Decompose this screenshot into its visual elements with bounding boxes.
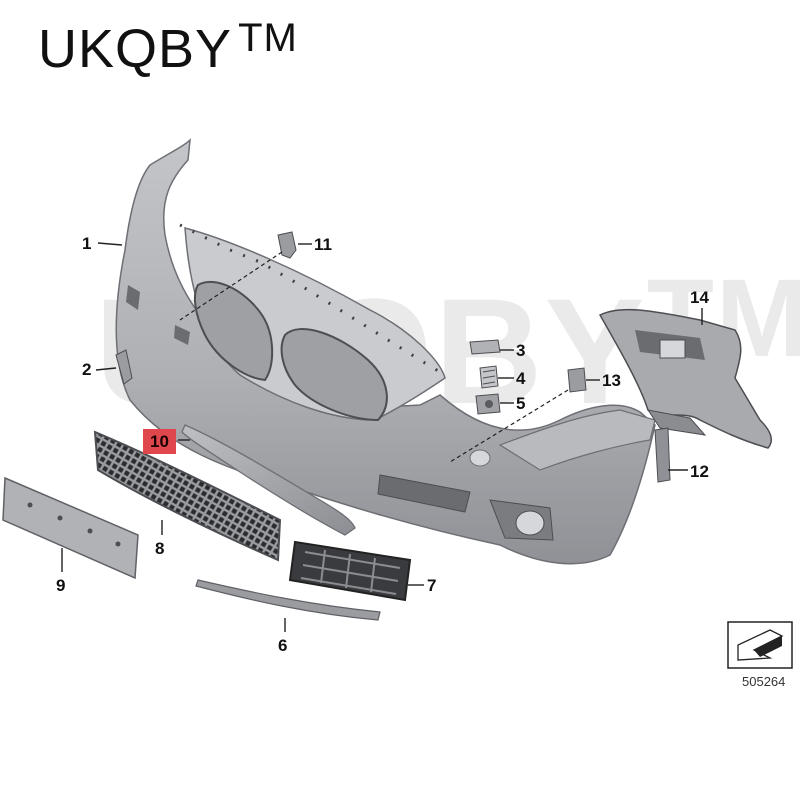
callout-6: 6: [278, 636, 287, 655]
callout-10-highlighted: 10: [150, 432, 169, 451]
leader-lines: [61, 242, 703, 632]
callout-13: 13: [602, 371, 621, 390]
part-12-bracket: [654, 427, 671, 483]
part-2-bracket: [115, 349, 133, 385]
part-3-cover: [469, 339, 501, 355]
callout-14: 14: [690, 288, 709, 307]
document-number: 505264: [742, 674, 786, 689]
callout-2: 2: [82, 360, 91, 379]
part-10-trim-strip: [181, 424, 356, 536]
callout-5: 5: [516, 394, 525, 413]
part-4-spring: [479, 365, 499, 389]
part-13-plug: [567, 367, 587, 393]
callout-7: 7: [427, 576, 436, 595]
part-5-holder: [475, 393, 501, 415]
part-14-bracket: [598, 308, 772, 449]
brand-trademark: TM: [238, 16, 298, 60]
part-9-license-plate-base: [2, 476, 139, 580]
highlight-marker: [143, 429, 176, 454]
callout-1: 1: [82, 234, 91, 253]
callout-4: 4: [516, 369, 526, 388]
callout-3: 3: [516, 341, 525, 360]
callout-9: 9: [56, 576, 65, 595]
direction-arrow-icon: [727, 621, 793, 669]
callout-8: 8: [155, 539, 164, 558]
part-11-clip: [277, 231, 297, 259]
brand-name: UKQBY: [38, 19, 233, 79]
part-1-bumper-cover: [115, 137, 656, 565]
callout-12: 12: [690, 462, 709, 481]
part-6-lower-trim: [195, 579, 381, 621]
part-7-small-grille: [288, 540, 412, 602]
part-8-mesh-grille: [93, 430, 282, 562]
callout-11: 11: [314, 235, 332, 254]
